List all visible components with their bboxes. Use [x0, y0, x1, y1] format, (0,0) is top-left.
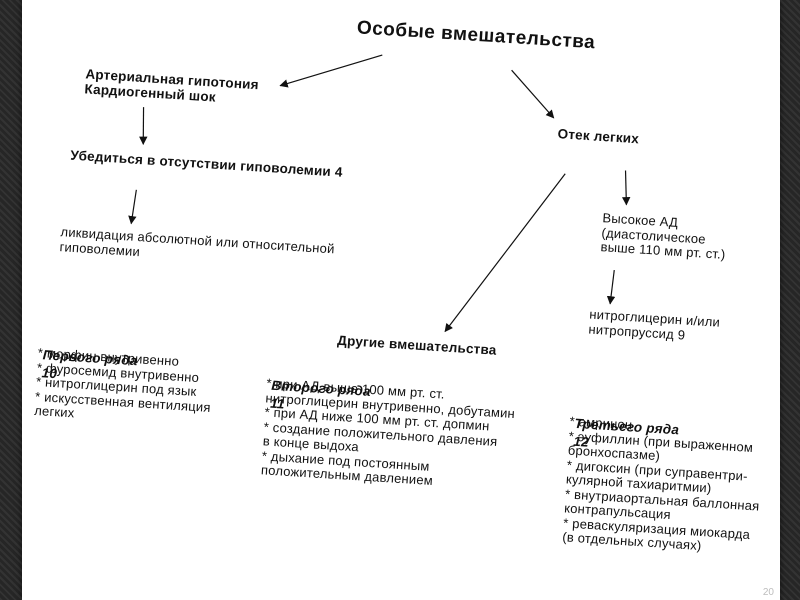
arrow-title-to-edema	[511, 69, 555, 119]
slide: Особые вмешательства Артериальная гипото…	[22, 0, 780, 600]
arrow-edema-to-other	[444, 173, 566, 333]
third-line-items: * амринон * эуфиллин (при выраженном бро…	[561, 413, 760, 554]
scanned-diagram: Особые вмешательства Артериальная гипото…	[22, 0, 780, 600]
first-line-items: * морфин внутривенно * фуросемид внутрив…	[33, 345, 212, 421]
arrow-high-bp-to-nitro	[606, 269, 616, 305]
arrow-hypotension-to-check	[139, 107, 148, 146]
second-line-items: * при АД выше 100 мм рт. ст. нитроглицер…	[260, 375, 516, 489]
arrows-layer	[128, 54, 631, 333]
arrow-edema-to-high-bp	[622, 170, 631, 206]
arrow-title-to-hypotension	[279, 54, 383, 88]
slide-number: 20	[762, 587, 774, 598]
arrow-check-to-action	[128, 189, 137, 225]
high-bp-condition: Высокое АД (диастолическое выше 110 мм р…	[600, 210, 726, 263]
